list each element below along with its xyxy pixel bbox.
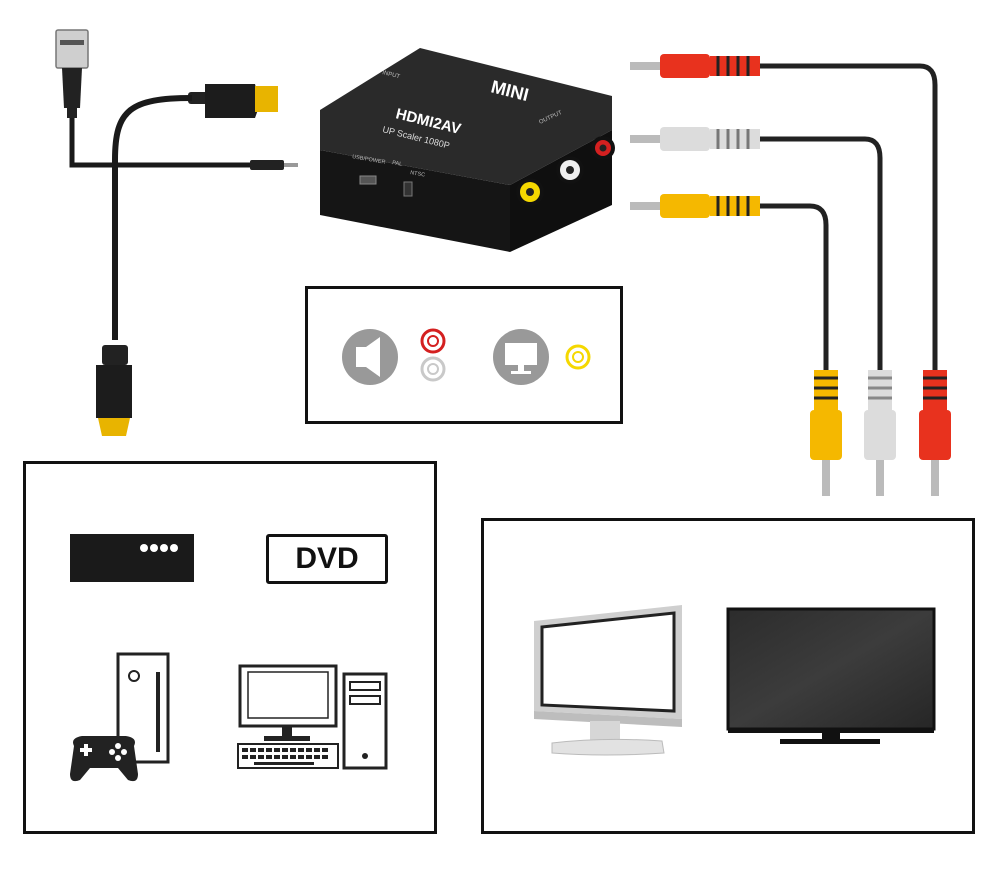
dvd-player-icon: DVD bbox=[266, 534, 388, 584]
desktop-computer-icon bbox=[237, 664, 388, 770]
usb-power-label: USB/POWER bbox=[352, 154, 386, 166]
monitor-icon bbox=[493, 329, 549, 385]
dvd-label: DVD bbox=[295, 542, 359, 575]
television-icon bbox=[726, 607, 936, 744]
input-label: INPUT bbox=[382, 70, 401, 80]
video-jack bbox=[565, 344, 591, 370]
hdmi-cable bbox=[96, 84, 278, 436]
ntsc-label: NTSC bbox=[410, 170, 426, 179]
source-devices-box: DVD bbox=[23, 461, 437, 834]
monitor-device-icon bbox=[534, 605, 682, 756]
speaker-icon bbox=[342, 329, 398, 385]
rca-cables bbox=[630, 54, 951, 496]
audio-jacks bbox=[420, 328, 446, 382]
set-top-box-icon bbox=[70, 534, 194, 582]
port-legend bbox=[305, 286, 623, 424]
output-jacks bbox=[516, 136, 615, 206]
display-devices-box bbox=[481, 518, 975, 834]
hdmi2av-converter: MINI HDMI2AV UP Scaler 1080P INPUT OUTPU… bbox=[320, 48, 615, 252]
usb-cable bbox=[55, 29, 298, 170]
game-console-icon bbox=[70, 652, 170, 782]
pal-label: PAL bbox=[392, 160, 403, 168]
